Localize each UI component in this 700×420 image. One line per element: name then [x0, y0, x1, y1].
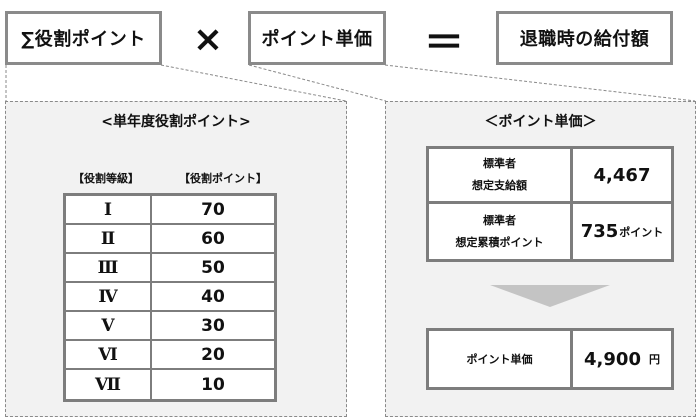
sum-role-points-box: ∑役割ポイント	[5, 11, 162, 65]
grade-cell: Ⅰ	[66, 196, 152, 225]
yen-unit: 円	[648, 353, 660, 366]
table-row: Ⅳ 40	[66, 283, 274, 312]
standard-points-label: 標準者 想定累積ポイント	[429, 204, 573, 259]
table-row: Ⅲ 50	[66, 254, 274, 283]
points-unit: ポイント	[619, 225, 664, 239]
connector-line	[160, 64, 347, 102]
points-cell: 60	[152, 225, 274, 254]
role-points-table: Ⅰ 70 Ⅱ 60 Ⅲ 50 Ⅳ 40 Ⅴ 30 Ⅵ 20 Ⅶ 10	[63, 193, 277, 402]
table-row: Ⅶ 10	[66, 370, 274, 399]
equals-icon: ＝	[424, 20, 464, 66]
retirement-benefit-label: 退職時の給付額	[519, 29, 650, 50]
grade-cell: Ⅶ	[66, 370, 152, 399]
standard-pay-value: 4,467	[593, 164, 651, 186]
role-points-header: 【役割ポイント】	[179, 172, 267, 185]
points-cell: 40	[152, 283, 274, 312]
connector-line	[248, 64, 387, 102]
point-unit-price-title: ＜ポイント単価＞	[484, 114, 597, 130]
role-grade-header: 【役割等級】	[73, 172, 139, 185]
grade-cell: Ⅲ	[66, 254, 152, 283]
sum-role-points-label: ∑役割ポイント	[21, 29, 146, 50]
table-row: Ⅱ 60	[66, 225, 274, 254]
grade-cell: Ⅴ	[66, 312, 152, 341]
point-unit-price-box: ポイント単価	[248, 11, 386, 65]
grade-cell: Ⅳ	[66, 283, 152, 312]
down-arrow-icon	[490, 285, 610, 307]
standard-pay-label: 標準者 想定支給額	[429, 149, 573, 201]
multiply-icon: ×	[192, 18, 224, 60]
points-cell: 30	[152, 312, 274, 341]
unit-price-label: ポイント単価	[429, 331, 573, 387]
connector-line	[384, 64, 696, 102]
grade-cell: Ⅱ	[66, 225, 152, 254]
point-unit-price-label: ポイント単価	[261, 29, 373, 50]
points-cell: 10	[201, 374, 225, 395]
points-cell: 50	[152, 254, 274, 283]
standard-pay-row: 標準者 想定支給額 4,467	[429, 149, 671, 204]
table-row: Ⅴ 30	[66, 312, 274, 341]
retirement-benefit-box: 退職時の給付額	[496, 11, 673, 65]
table-row: Ⅰ 70	[66, 196, 274, 225]
points-cell: 70	[152, 196, 274, 225]
annual-role-points-title: <単年度役割ポイント>	[101, 114, 251, 130]
table-row: Ⅵ 20	[66, 341, 274, 370]
points-cell: 20	[152, 341, 274, 370]
grade-cell: Ⅵ	[66, 341, 152, 370]
